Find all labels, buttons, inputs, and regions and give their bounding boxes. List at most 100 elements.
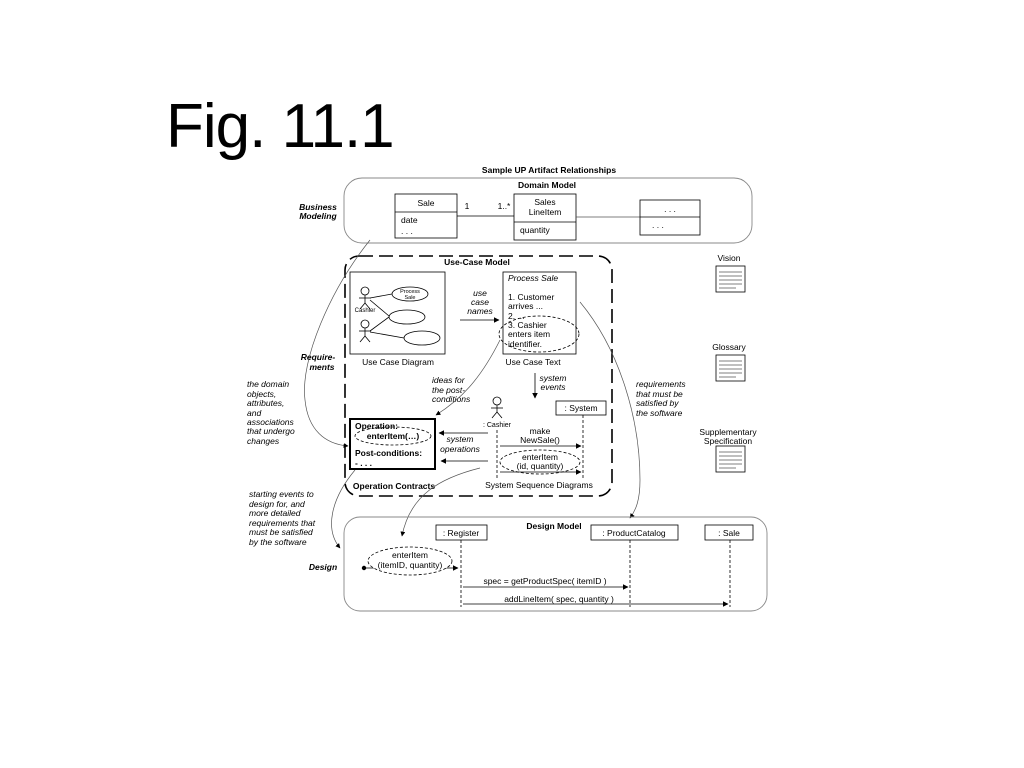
note-start-3: more detailed bbox=[249, 508, 301, 518]
uct-title: Process Sale bbox=[508, 273, 558, 283]
oc-post-item: - . . . bbox=[355, 458, 372, 468]
ssd-msg2-ellipse bbox=[499, 449, 581, 475]
ssd-msg1-1: make bbox=[530, 426, 551, 436]
diagram-title: Sample UP Artifact Relationships bbox=[482, 165, 616, 175]
msg-get-spec: spec = getProductSpec( itemID ) bbox=[483, 576, 606, 586]
requirements-note: requirements that must be satisfied by t… bbox=[636, 379, 686, 418]
ssd-msg2-2: (id, quantity) bbox=[517, 461, 564, 471]
note-domain-6: that undergo bbox=[247, 426, 295, 436]
use-case-names-1: use bbox=[473, 288, 487, 298]
note-req-3: satisfied by bbox=[636, 398, 679, 408]
use-case-diagram bbox=[349, 271, 446, 355]
other-class bbox=[639, 199, 701, 236]
supp-label-1: Supplementary bbox=[699, 427, 757, 437]
use-case-names-3: names bbox=[467, 306, 493, 316]
ideas-arrow bbox=[435, 339, 501, 416]
note-domain-2: objects, bbox=[247, 389, 276, 399]
uct-line-5: enters item bbox=[508, 329, 550, 339]
ssd-actor-icon bbox=[491, 396, 503, 419]
ssd-system-box bbox=[555, 400, 607, 416]
contract-to-design-arrow bbox=[331, 469, 356, 549]
use-case-model-title: Use-Case Model bbox=[444, 257, 510, 267]
vision-label: Vision bbox=[718, 253, 741, 263]
design-model-title: Design Model bbox=[526, 521, 581, 531]
domain-note: the domain objects, attributes, and asso… bbox=[247, 379, 295, 446]
note-req-4: the software bbox=[636, 408, 683, 418]
ssd-actor-label: : Cashier bbox=[483, 422, 512, 429]
ideas-2: the post- bbox=[432, 385, 465, 395]
discipline-requirements-2: ments bbox=[309, 362, 334, 372]
note-start-2: design for, and bbox=[249, 499, 305, 509]
ssd-caption: System Sequence Diagrams bbox=[485, 480, 593, 490]
domain-model-frame bbox=[343, 177, 753, 244]
ideas-3: conditions bbox=[432, 394, 471, 404]
register-label: : Register bbox=[443, 528, 480, 538]
discipline-business-2: Modeling bbox=[299, 211, 337, 221]
actor-icon bbox=[359, 286, 371, 310]
discipline-design: Design bbox=[309, 562, 337, 572]
uct-highlight-ellipse bbox=[498, 315, 580, 353]
domain-model: Domain Model Sale date . . . 1 1..* Sale… bbox=[343, 177, 753, 244]
design-sale-label: : Sale bbox=[718, 528, 740, 538]
register-box bbox=[435, 524, 488, 541]
oc-operation: Operation: bbox=[355, 421, 398, 431]
uct-line-1: 1. Customer bbox=[508, 292, 554, 302]
note-domain-5: associations bbox=[247, 417, 295, 427]
design-enter-1: enterItem bbox=[392, 550, 428, 560]
catalog-label: : ProductCatalog bbox=[602, 528, 666, 538]
design-enter-ellipse bbox=[367, 546, 453, 576]
starting-events-note: starting events to design for, and more … bbox=[249, 489, 316, 547]
sli-name-1: Sales bbox=[534, 197, 555, 207]
sales-line-item-class bbox=[513, 193, 577, 241]
multiplicity-left: 1 bbox=[465, 201, 470, 211]
system-ops-1: system bbox=[447, 434, 474, 444]
start-dot bbox=[361, 565, 367, 571]
sale-class bbox=[394, 193, 458, 239]
note-domain-4: and bbox=[247, 408, 261, 418]
glossary-artifact: Glossary bbox=[712, 342, 747, 382]
system-events-2: events bbox=[540, 382, 566, 392]
uct-line-6: identifier. bbox=[508, 339, 542, 349]
sale-attr-more: . . . bbox=[401, 226, 413, 236]
oc-caption: Operation Contracts bbox=[353, 481, 435, 491]
vision-artifact: Vision bbox=[715, 253, 746, 293]
note-start-1: starting events to bbox=[249, 489, 314, 499]
ssd-system-label: : System bbox=[564, 403, 597, 413]
note-domain-1: the domain bbox=[247, 379, 289, 389]
ucd-ellipse-1: Process bbox=[400, 289, 420, 295]
note-req-2: that must be bbox=[636, 389, 683, 399]
ucd-ellipse-2: Sale bbox=[404, 295, 415, 301]
figure-title: Fig. 11.1 bbox=[166, 92, 395, 161]
usecase-to-design-arrow bbox=[579, 301, 641, 519]
use-case-names-2: case bbox=[471, 297, 489, 307]
system-ops-2: operations bbox=[440, 444, 480, 454]
oc-post: Post-conditions: bbox=[355, 448, 422, 458]
sli-attr-quantity: quantity bbox=[520, 225, 551, 235]
other-class-attr: . . . bbox=[652, 220, 664, 230]
design-sale-box bbox=[704, 524, 754, 541]
uct-caption: Use Case Text bbox=[505, 357, 561, 367]
ucd-actor-label: Cashier bbox=[355, 308, 376, 314]
sale-class-name: Sale bbox=[417, 198, 434, 208]
use-case-text bbox=[502, 271, 577, 355]
note-start-4: requirements that bbox=[249, 518, 316, 528]
note-domain-7: changes bbox=[247, 436, 280, 446]
note-start-5: must be satisfied bbox=[249, 527, 313, 537]
ssd-msg1-2: NewSale() bbox=[520, 435, 560, 445]
catalog-box bbox=[590, 524, 679, 541]
discipline-business-1: Business bbox=[299, 202, 337, 212]
use-case-model: Use-Case Model Cashier Process Sale Use … bbox=[344, 255, 613, 497]
note-domain-3: attributes, bbox=[247, 398, 284, 408]
note-start-6: by the software bbox=[249, 537, 307, 547]
glossary-label: Glossary bbox=[712, 342, 746, 352]
uct-line-3: 2. ... bbox=[508, 311, 525, 321]
actor-icon-2 bbox=[359, 319, 371, 343]
ideas-1: ideas for bbox=[432, 375, 466, 385]
other-class-name: . . . bbox=[664, 204, 676, 214]
use-case-model-frame bbox=[344, 255, 613, 497]
domain-model-title: Domain Model bbox=[518, 180, 576, 190]
sli-name-2: LineItem bbox=[529, 207, 562, 217]
supp-label-2: Specification bbox=[704, 436, 752, 446]
multiplicity-right: 1..* bbox=[498, 201, 511, 211]
